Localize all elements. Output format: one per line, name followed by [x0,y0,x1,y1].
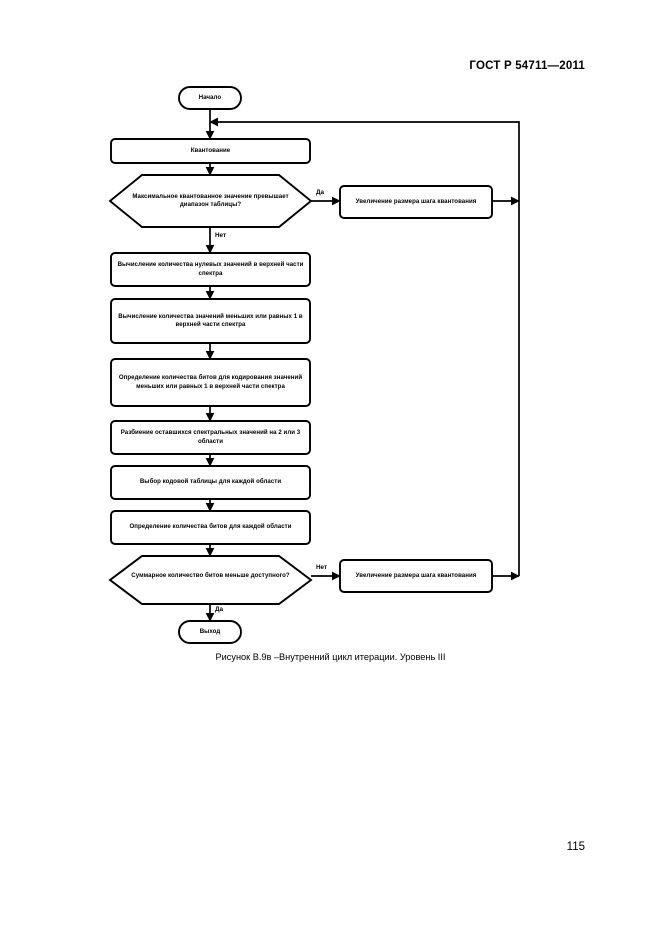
figure-caption: Рисунок В.9в –Внутренний цикл итерации. … [215,652,446,662]
edge-label-bits-yes: Да [215,606,223,613]
page-number: 115 [566,841,585,853]
shape-quantization [110,138,311,164]
shape-bits-for-le-one [110,358,311,407]
shape-start [178,86,242,110]
shape-decision-bits [108,555,313,605]
edge-label-bits-no: Нет [316,564,328,571]
shape-increase-step-top [339,185,493,219]
shape-choose-table [110,465,311,500]
shape-count-zeros [110,252,311,287]
edge-label-range-no: Нет [215,232,227,239]
shape-split-regions [110,420,311,455]
shape-exit [178,620,242,644]
shape-decision-range [108,174,313,228]
shape-increase-step-bottom [339,559,493,593]
shape-bits-per-region [110,510,311,545]
edge-feedback-loop [209,117,520,576]
edge-label-range-yes: Да [316,189,324,196]
standard-header: ГОСТ Р 54711—2011 [469,60,585,72]
shape-count-le-one [110,298,311,344]
